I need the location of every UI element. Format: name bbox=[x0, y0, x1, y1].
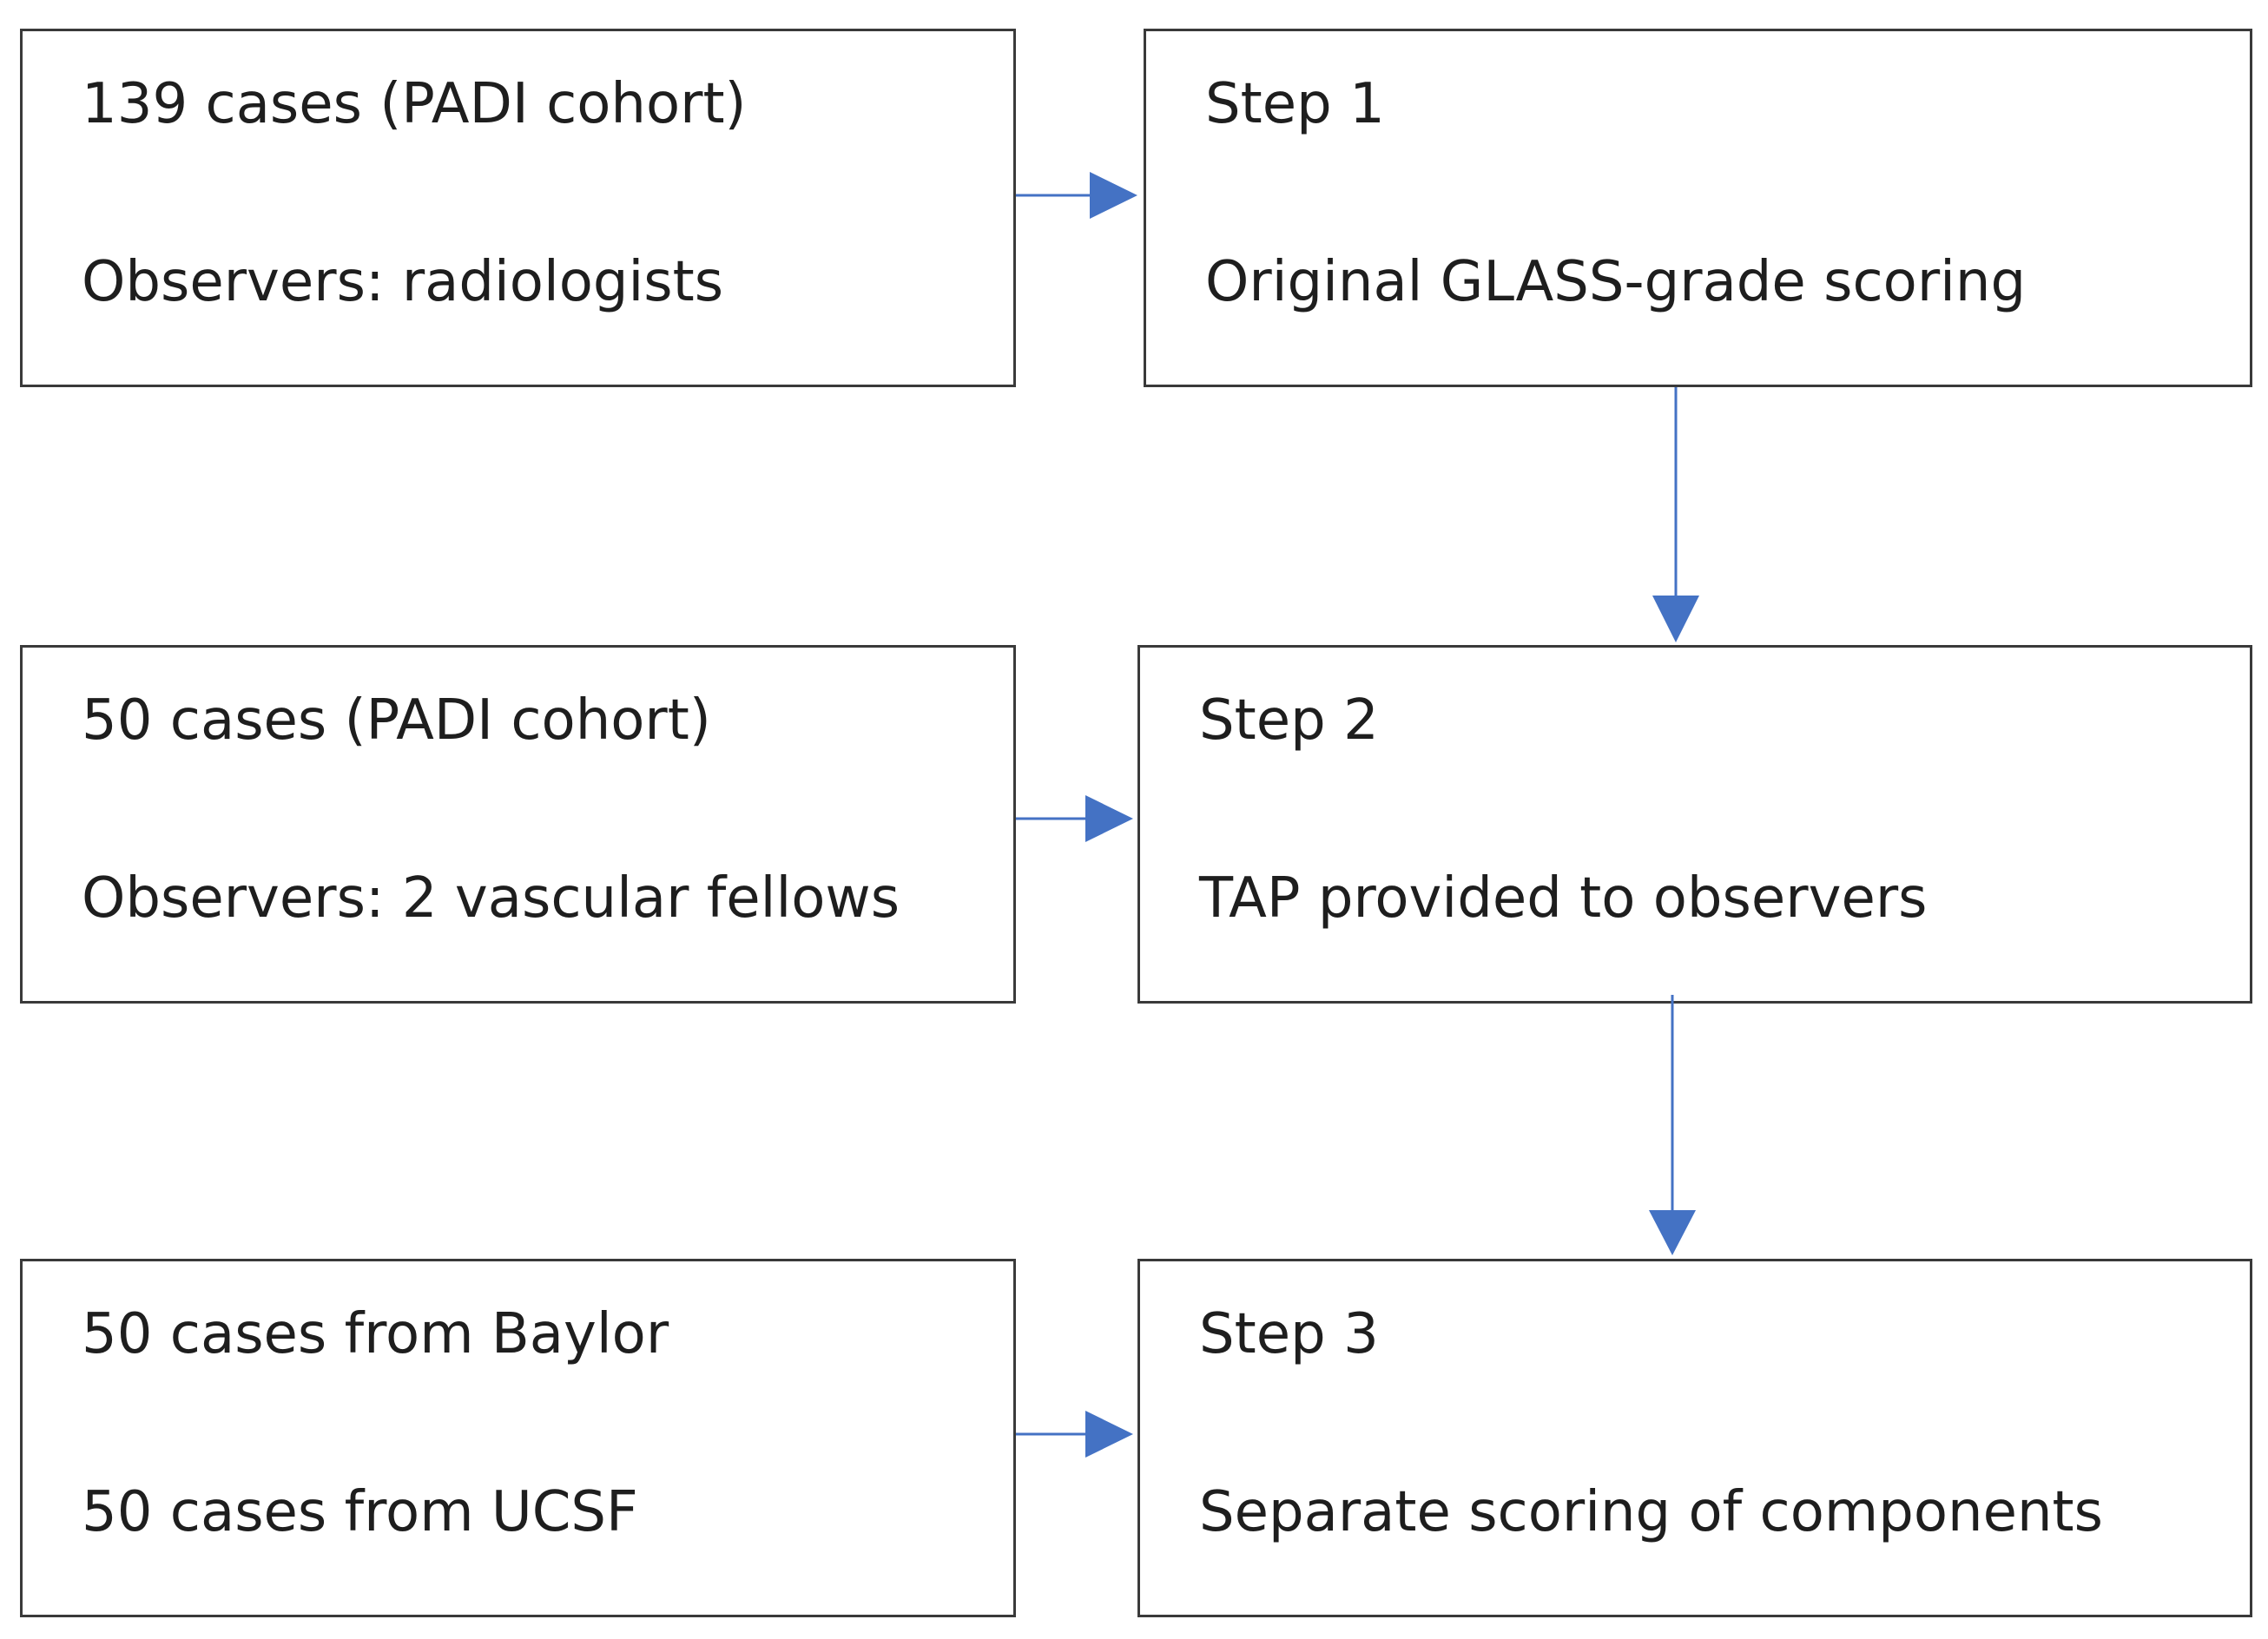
box-detail: Observers: 2 vascular fellows bbox=[82, 866, 900, 931]
step-title: Step 3 bbox=[1199, 1302, 1379, 1366]
step-title: Step 1 bbox=[1205, 72, 1385, 136]
arrow-step1-to-step2-head bbox=[1652, 596, 1699, 642]
step-1-box: Step 1 Original GLASS-grade scoring bbox=[1144, 29, 2252, 387]
box-heading: 139 cases (PADI cohort) bbox=[82, 72, 747, 136]
box-heading: 50 cases (PADI cohort) bbox=[82, 688, 711, 753]
step-description: TAP provided to observers bbox=[1199, 866, 1928, 931]
step-title: Step 2 bbox=[1199, 688, 1379, 753]
input-box-padi-139: 139 cases (PADI cohort) Observers: radio… bbox=[20, 29, 1016, 387]
step-description: Separate scoring of components bbox=[1199, 1480, 2103, 1544]
box-detail: Observers: radiologists bbox=[82, 250, 724, 314]
step-description: Original GLASS-grade scoring bbox=[1205, 250, 2027, 314]
arrow-step2-to-step3-head bbox=[1649, 1210, 1696, 1255]
step-2-box: Step 2 TAP provided to observers bbox=[1137, 645, 2252, 1004]
arrow-box3-to-step2-head bbox=[1085, 795, 1133, 842]
step-3-box: Step 3 Separate scoring of components bbox=[1137, 1259, 2252, 1617]
arrow-box1-to-step1-head bbox=[1090, 172, 1137, 219]
arrow-box5-to-step3-head bbox=[1085, 1411, 1133, 1458]
input-box-padi-50: 50 cases (PADI cohort) Observers: 2 vasc… bbox=[20, 645, 1016, 1004]
input-box-external-cases: 50 cases from Baylor 50 cases from UCSF bbox=[20, 1259, 1016, 1617]
box-detail: 50 cases from UCSF bbox=[82, 1480, 638, 1544]
box-heading: 50 cases from Baylor bbox=[82, 1302, 669, 1366]
